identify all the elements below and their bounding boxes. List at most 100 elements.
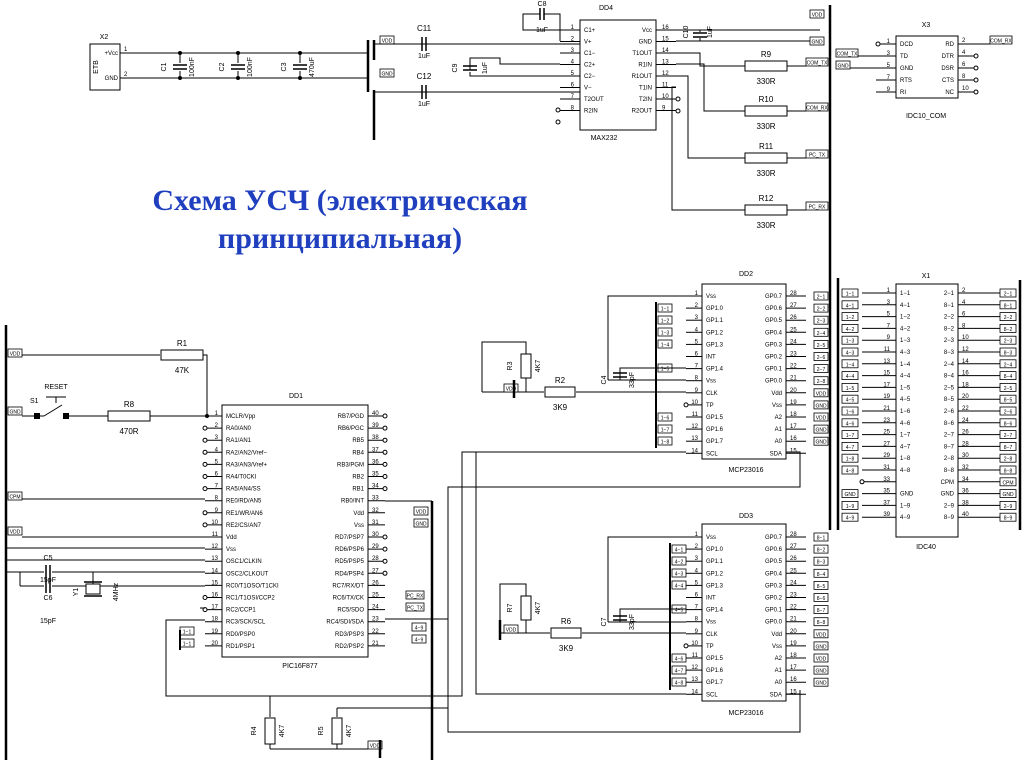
net-tag: [671, 556, 687, 566]
pin-name: TP: [706, 403, 714, 409]
pin-num: 16: [662, 25, 669, 31]
resistor-body: [744, 105, 788, 117]
pin-name: RB4: [352, 450, 364, 456]
pin-name: 2−2: [944, 315, 955, 321]
pin-marker: [675, 96, 681, 102]
pin-num: 1: [695, 532, 699, 538]
pin-marker: [382, 570, 388, 576]
ref-label: R9: [761, 50, 772, 59]
pin-num: 5: [695, 339, 699, 345]
value-label: 47K: [175, 366, 190, 375]
pin-num: 10: [691, 400, 698, 406]
net-tag-text: GND: [1002, 492, 1014, 498]
pin-num: 14: [962, 359, 969, 365]
net-tag-text: GND: [837, 64, 849, 70]
net-tag-text: 8−8: [817, 620, 826, 626]
cap-ref: C9: [452, 63, 459, 72]
net-tag-text: 4−8: [675, 681, 684, 687]
pin-num: 7: [571, 94, 575, 100]
pin-num: 6: [695, 593, 699, 599]
net-tag-text: GND: [811, 40, 823, 46]
wire: [481, 341, 527, 392]
net-tag-text: VDD: [506, 628, 517, 634]
pin-name: 2−4: [944, 362, 955, 368]
net-tag-text: 8−1: [1004, 303, 1013, 309]
net-tag-text: GND: [815, 644, 827, 650]
pin-name: R2OUT: [632, 109, 653, 115]
pin-num: 5: [887, 63, 891, 69]
cap-ref: C6: [44, 595, 53, 602]
net-tag: [999, 430, 1017, 440]
pin-name: RA5/AN4/SS: [226, 487, 261, 493]
pin-num: 4: [571, 60, 575, 66]
pin-name: GP1.2: [706, 571, 724, 577]
cap-ref: C11: [417, 24, 432, 33]
pin-num: 6: [962, 62, 966, 68]
pin-name: CTS: [942, 78, 954, 84]
pin-marker: [973, 77, 979, 83]
net-tag-text: 2−8: [1004, 457, 1013, 463]
ref-label: R6: [561, 617, 572, 626]
pin-marker: [202, 595, 208, 600]
switch-contact: [34, 413, 40, 419]
pin-name: RA1/AN1: [226, 438, 252, 444]
value-label: 4K7: [535, 360, 542, 373]
pin-num: 28: [962, 441, 969, 447]
pin-name: GP0.5: [765, 318, 783, 324]
pin-name: RD: [945, 42, 954, 48]
pin-name: GP0.4: [765, 571, 783, 577]
pin-num: 7: [215, 484, 219, 490]
pin-marker: [683, 402, 689, 408]
pin-num: 22: [790, 364, 797, 370]
pin-num: 1: [571, 25, 575, 31]
net-tag-text: VDD: [506, 387, 517, 393]
net-tag-text: 1−3: [661, 331, 670, 337]
ref-label: R10: [759, 95, 774, 104]
net-tag: [813, 532, 829, 542]
title-line-2: принципиальная): [217, 222, 463, 255]
cap-ref: C3: [281, 62, 288, 71]
pin-num: 25: [883, 430, 890, 436]
pin-num: 15: [211, 580, 218, 586]
net-tag-text: 4−3: [846, 351, 855, 357]
pin-name: RC2/CCP1: [226, 608, 256, 614]
net-tag: [999, 359, 1017, 369]
pin-num: 40: [962, 512, 969, 518]
net-tag-text: 8−3: [817, 560, 826, 566]
pin-name: 4−6: [900, 421, 911, 427]
pin-name: GP0.2: [765, 596, 783, 602]
pin-num: 7: [887, 75, 891, 81]
pin-name: GND: [900, 66, 914, 72]
pin-marker: [202, 461, 208, 467]
resistor-body: [520, 595, 532, 621]
net-tag: [841, 323, 859, 333]
net-tag-text: 8−2: [817, 548, 826, 554]
pin-name: RC0/T1OSO/T1CKI: [226, 583, 279, 589]
pin-name: RD2/PSP2: [335, 644, 365, 650]
pin-name: 2−6: [944, 409, 955, 415]
net-tag-text: 4−6: [675, 657, 684, 663]
pin-name: GP1.1: [706, 559, 724, 565]
net-tag-text: COM_TX: [837, 52, 859, 58]
pin-name: INT: [706, 596, 716, 602]
pin-name: V−: [584, 86, 592, 92]
pin-name: RE1/WR/AN6: [226, 511, 263, 517]
pin-name: RD3/PSP3: [335, 632, 365, 638]
pin-marker: [683, 643, 689, 649]
x1-part: IDC40: [916, 544, 936, 551]
pin-marker: [555, 107, 561, 113]
cap-value: 100nF: [189, 57, 196, 77]
pin-name: SDA: [770, 692, 782, 698]
pin-name: GP1.6: [706, 668, 724, 674]
pin-num: 1: [887, 288, 891, 294]
pin-name: SCL: [706, 451, 718, 457]
pin-num: 10: [962, 335, 969, 341]
wire: [499, 583, 527, 633]
pin-name: DCD: [900, 42, 914, 48]
pin-name: 4−9: [900, 515, 911, 521]
pin-num: 4: [962, 50, 966, 56]
